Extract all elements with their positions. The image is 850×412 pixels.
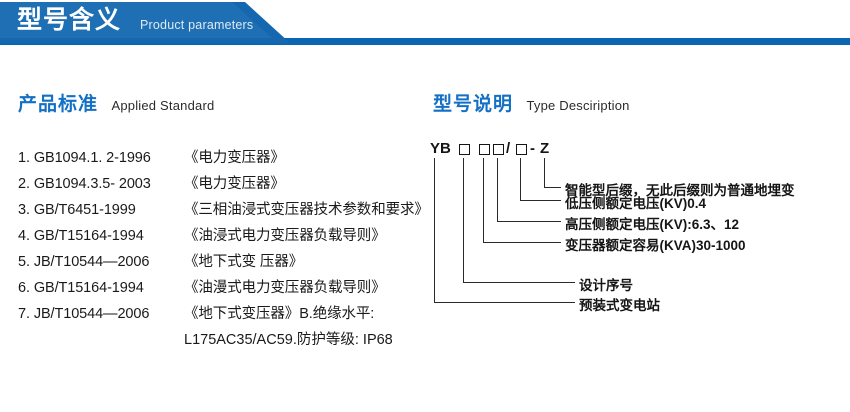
diagram-label-5: 设计序号 xyxy=(579,278,633,293)
standard-name: 《地下式变 压器》 xyxy=(184,254,304,270)
leader-hline-4 xyxy=(483,242,561,243)
banner-title-cn: 型号含义 xyxy=(17,6,122,34)
leader-vline-1 xyxy=(544,164,545,188)
page-banner: 型号含义 Product parameters xyxy=(0,0,850,50)
standard-name: 《地下式变压器》B.绝缘水平: xyxy=(184,306,375,322)
banner-underline-bar xyxy=(0,38,850,45)
list-item: 5. JB/T10544—2006 《地下式变 压器》 xyxy=(18,250,428,276)
standard-code: 5. JB/T10544—2006 xyxy=(18,254,150,270)
standard-code: 2. GB1094.3.5- 2003 xyxy=(18,176,151,192)
leader-hline-2 xyxy=(520,200,561,201)
standards-list: 1. GB1094.1. 2-1996 《电力变压器》 2. GB1094.3.… xyxy=(18,146,429,356)
standard-name: 《三相油浸式变压器技术参数和要求》 xyxy=(184,202,429,218)
list-item: 4. GB/T15164-1994 《油浸式电力变压器负载导则》 xyxy=(18,224,428,250)
tick-z xyxy=(544,158,545,165)
list-item: 6. GB/T15164-1994 《油漫式电力变压器负载导则》 xyxy=(18,276,428,302)
tick-box3 xyxy=(497,158,498,165)
standard-code: 7. JB/T10544—2006 xyxy=(18,306,150,322)
section-heading-cn: 产品标准 xyxy=(18,94,99,115)
section-heading-applied-standard: 产品标准 Applied Standard xyxy=(18,89,214,116)
section-heading-en: Applied Standard xyxy=(111,98,215,113)
tick-box4 xyxy=(520,158,521,165)
standard-name: 《油浸式电力变压器负载导则》 xyxy=(184,228,386,244)
leader-vline-6 xyxy=(434,164,435,303)
banner-shape-light xyxy=(0,2,272,38)
standard-name: 《电力变压器》 xyxy=(184,176,285,192)
tick-yb xyxy=(434,158,435,165)
diagram-label-1: 智能型后缀，无此后缀则为普通地埋变 xyxy=(565,183,795,198)
banner-title-en: Product parameters xyxy=(140,18,254,32)
standard-code: 4. GB/T15164-1994 xyxy=(18,228,144,244)
code-token-slash: / xyxy=(506,140,511,157)
diagram-label-3: 高压侧额定电压(KV):6.3、12 xyxy=(565,217,740,232)
diagram-label-6: 预装式变电站 xyxy=(579,298,660,313)
code-box-1 xyxy=(459,144,470,155)
tick-box1 xyxy=(463,158,464,165)
code-box-4 xyxy=(516,144,527,155)
standard-code: 6. GB/T15164-1994 xyxy=(18,280,144,296)
code-token-yb: YB xyxy=(430,140,451,157)
type-code-diagram: YB / - Z 智能型后缀，无此后缀则为普通地埋变 低压侧额定电压(KV)0.… xyxy=(425,140,850,340)
standard-code: 1. GB1094.1. 2-1996 xyxy=(18,150,151,166)
standard-code: 3. GB/T6451-1999 xyxy=(18,202,136,218)
leader-vline-5 xyxy=(463,164,464,283)
diagram-label-4: 变压器额定容易(KVA)30-1000 xyxy=(565,238,746,253)
leader-hline-3 xyxy=(497,221,561,222)
list-item: 7. JB/T10544—2006 《地下式变压器》B.绝缘水平: xyxy=(18,302,428,328)
list-item: 2. GB1094.3.5- 2003 《电力变压器》 xyxy=(18,172,428,198)
list-item: 1. GB1094.1. 2-1996 《电力变压器》 xyxy=(18,146,428,172)
leader-hline-5 xyxy=(463,282,575,283)
section-heading-en: Type Desciription xyxy=(526,98,630,113)
code-box-2 xyxy=(479,144,490,155)
code-token-dash: - xyxy=(530,140,535,157)
leader-hline-1 xyxy=(544,187,561,188)
leader-vline-3 xyxy=(497,164,498,222)
standard-continuation: L175AC35/AC59.防护等级: IP68 xyxy=(184,332,393,348)
tick-box2 xyxy=(483,158,484,165)
section-heading-cn: 型号说明 xyxy=(433,94,514,115)
section-heading-type-description: 型号说明 Type Desciription xyxy=(433,89,630,116)
standard-name: 《油漫式电力变压器负载导则》 xyxy=(184,280,386,296)
list-item: 3. GB/T6451-1999 《三相油浸式变压器技术参数和要求》 xyxy=(18,198,429,224)
diagram-label-2: 低压侧额定电压(KV)0.4 xyxy=(565,196,707,211)
leader-vline-4 xyxy=(483,164,484,243)
leader-vline-2 xyxy=(520,164,521,201)
standard-name: 《电力变压器》 xyxy=(184,150,285,166)
code-token-z: Z xyxy=(540,140,550,157)
leader-hline-6 xyxy=(434,302,575,303)
code-box-3 xyxy=(493,144,504,155)
